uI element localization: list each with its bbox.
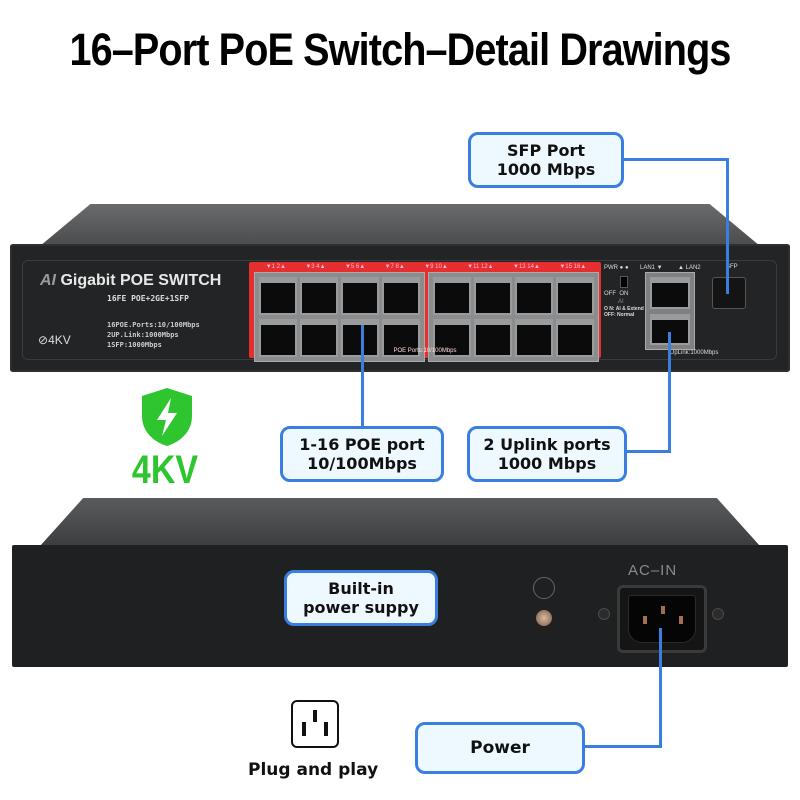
brand-prefix: AI [40, 272, 56, 289]
spec-item: 1SFP:1000Mbps [107, 341, 162, 349]
callout-poe-ports: 1-16 POE port 10/100Mbps [280, 426, 444, 482]
rj45-port [300, 319, 338, 357]
poe-footer-label: POE Ports:10/100Mbps [393, 348, 457, 354]
callout-builtin-power: Built-in power suppy [284, 570, 438, 626]
port-label: ▼15 16▲ [559, 264, 587, 270]
sfp-port [712, 277, 746, 309]
spec-item: 16POE.Ports:10/100Mbps [107, 321, 200, 329]
switch-on-label: ON [619, 291, 629, 297]
lan2-label: ▲ LAN2 [678, 265, 701, 271]
rear-top-cover [40, 498, 760, 546]
callout-uplink-ports: 2 Uplink ports 1000 Mbps [467, 426, 627, 482]
poe-ports-group-9-16 [428, 272, 599, 362]
rj45-port [433, 319, 471, 357]
callout-uplink-line2: 1000 Mbps [497, 454, 597, 473]
rj45-port [382, 277, 420, 315]
callout-sfp-line2: 1000 Mbps [496, 160, 596, 179]
rj45-port [474, 319, 512, 357]
switch-ai-label: AI [618, 299, 624, 305]
pwr-label: PWR [604, 265, 618, 271]
callout-builtin-line2: power suppy [303, 598, 419, 617]
iec-c14-inlet [628, 595, 696, 643]
page-title: 16–Port PoE Switch–Detail Drawings [69, 24, 731, 75]
port-label: ▼9 10▲ [424, 264, 448, 270]
rj45-port [556, 277, 594, 315]
connector-line [582, 745, 662, 748]
mount-screw [598, 608, 610, 620]
port-label: ▼3 4▲ [305, 264, 326, 270]
switch-top-cover [40, 204, 760, 246]
ac-in-label: AC–IN [628, 562, 678, 579]
surge-badge-text: 4KV [48, 333, 71, 347]
switch-off-label: OFF [604, 291, 616, 297]
port-label: ▼1 2▲ [265, 264, 286, 270]
ground-screw [536, 610, 552, 626]
surge-protection-label: 4KV [131, 448, 199, 492]
spec-list: 16POE.Ports:10/100Mbps 2UP.Link:1000Mbps… [107, 320, 200, 350]
mount-screw [712, 608, 724, 620]
callout-power: Power [415, 722, 585, 774]
rj45-port [259, 277, 297, 315]
connector-line [361, 325, 364, 428]
callout-sfp-port: SFP Port 1000 Mbps [468, 132, 624, 188]
callout-uplink-line1: 2 Uplink ports [483, 434, 611, 454]
connector-line [726, 158, 729, 294]
callout-poe-line1: 1-16 POE port [299, 434, 425, 454]
port-number-labels: ▼1 2▲ ▼3 4▲ ▼5 6▲ ▼7 8▲ ▼9 10▲ ▼11 12▲ ▼… [256, 264, 596, 270]
connector-line [624, 158, 728, 161]
surge-badge: ⊘4KV [38, 333, 71, 347]
lan1-label: LAN1 ▼ [640, 265, 663, 271]
rj45-port [341, 277, 379, 315]
power-plug-icon [291, 700, 339, 748]
poe-ports-group-1-8 [254, 272, 425, 362]
brand-name: Gigabit POE SWITCH [60, 272, 222, 289]
port-label: ▼7 8▲ [384, 264, 405, 270]
brand-label: AI Gigabit POE SWITCH [40, 272, 221, 290]
power-switch-area: PWR ● ● OFF ON AI O N: AI & Extend OFF: … [604, 265, 644, 318]
port-label: ▼13 14▲ [513, 264, 540, 270]
rj45-port [515, 277, 553, 315]
shield-lightning-icon [142, 388, 192, 446]
rj45-port [556, 319, 594, 357]
connector-line [624, 450, 671, 453]
rj45-port [515, 319, 553, 357]
mode-note-on: O N: AI & Extend [604, 306, 644, 312]
plug-and-play-label: Plug and play [248, 760, 379, 780]
port-label: ▼5 6▲ [344, 264, 366, 270]
uplink-footer-label: UpLink:1000Mbps [670, 350, 719, 356]
callout-builtin-line1: Built-in [328, 578, 394, 598]
rj45-port [474, 277, 512, 315]
callout-poe-line2: 10/100Mbps [307, 454, 417, 473]
model-line: 16FE POE+2GE+1SFP [107, 294, 189, 303]
mode-note-off: OFF: Normal [604, 312, 635, 318]
bolt-circle-icon: ⊘ [38, 333, 49, 347]
port-label: ▼11 12▲ [467, 264, 494, 270]
sfp-label: SFP [726, 264, 738, 270]
rj45-uplink-port [650, 277, 690, 309]
rj45-port [341, 319, 379, 357]
callout-sfp-line1: SFP Port [506, 140, 585, 160]
rj45-port [382, 319, 420, 357]
rj45-port [433, 277, 471, 315]
spec-item: 2UP.Link:1000Mbps [107, 331, 179, 339]
ai-mode-switch[interactable] [620, 276, 628, 288]
connector-line [668, 332, 671, 452]
callout-power-label: Power [470, 737, 530, 758]
ac-power-socket [617, 585, 707, 653]
connector-line [659, 628, 662, 748]
rj45-port [300, 277, 338, 315]
rj45-port [259, 319, 297, 357]
ground-symbol-icon [533, 577, 555, 599]
